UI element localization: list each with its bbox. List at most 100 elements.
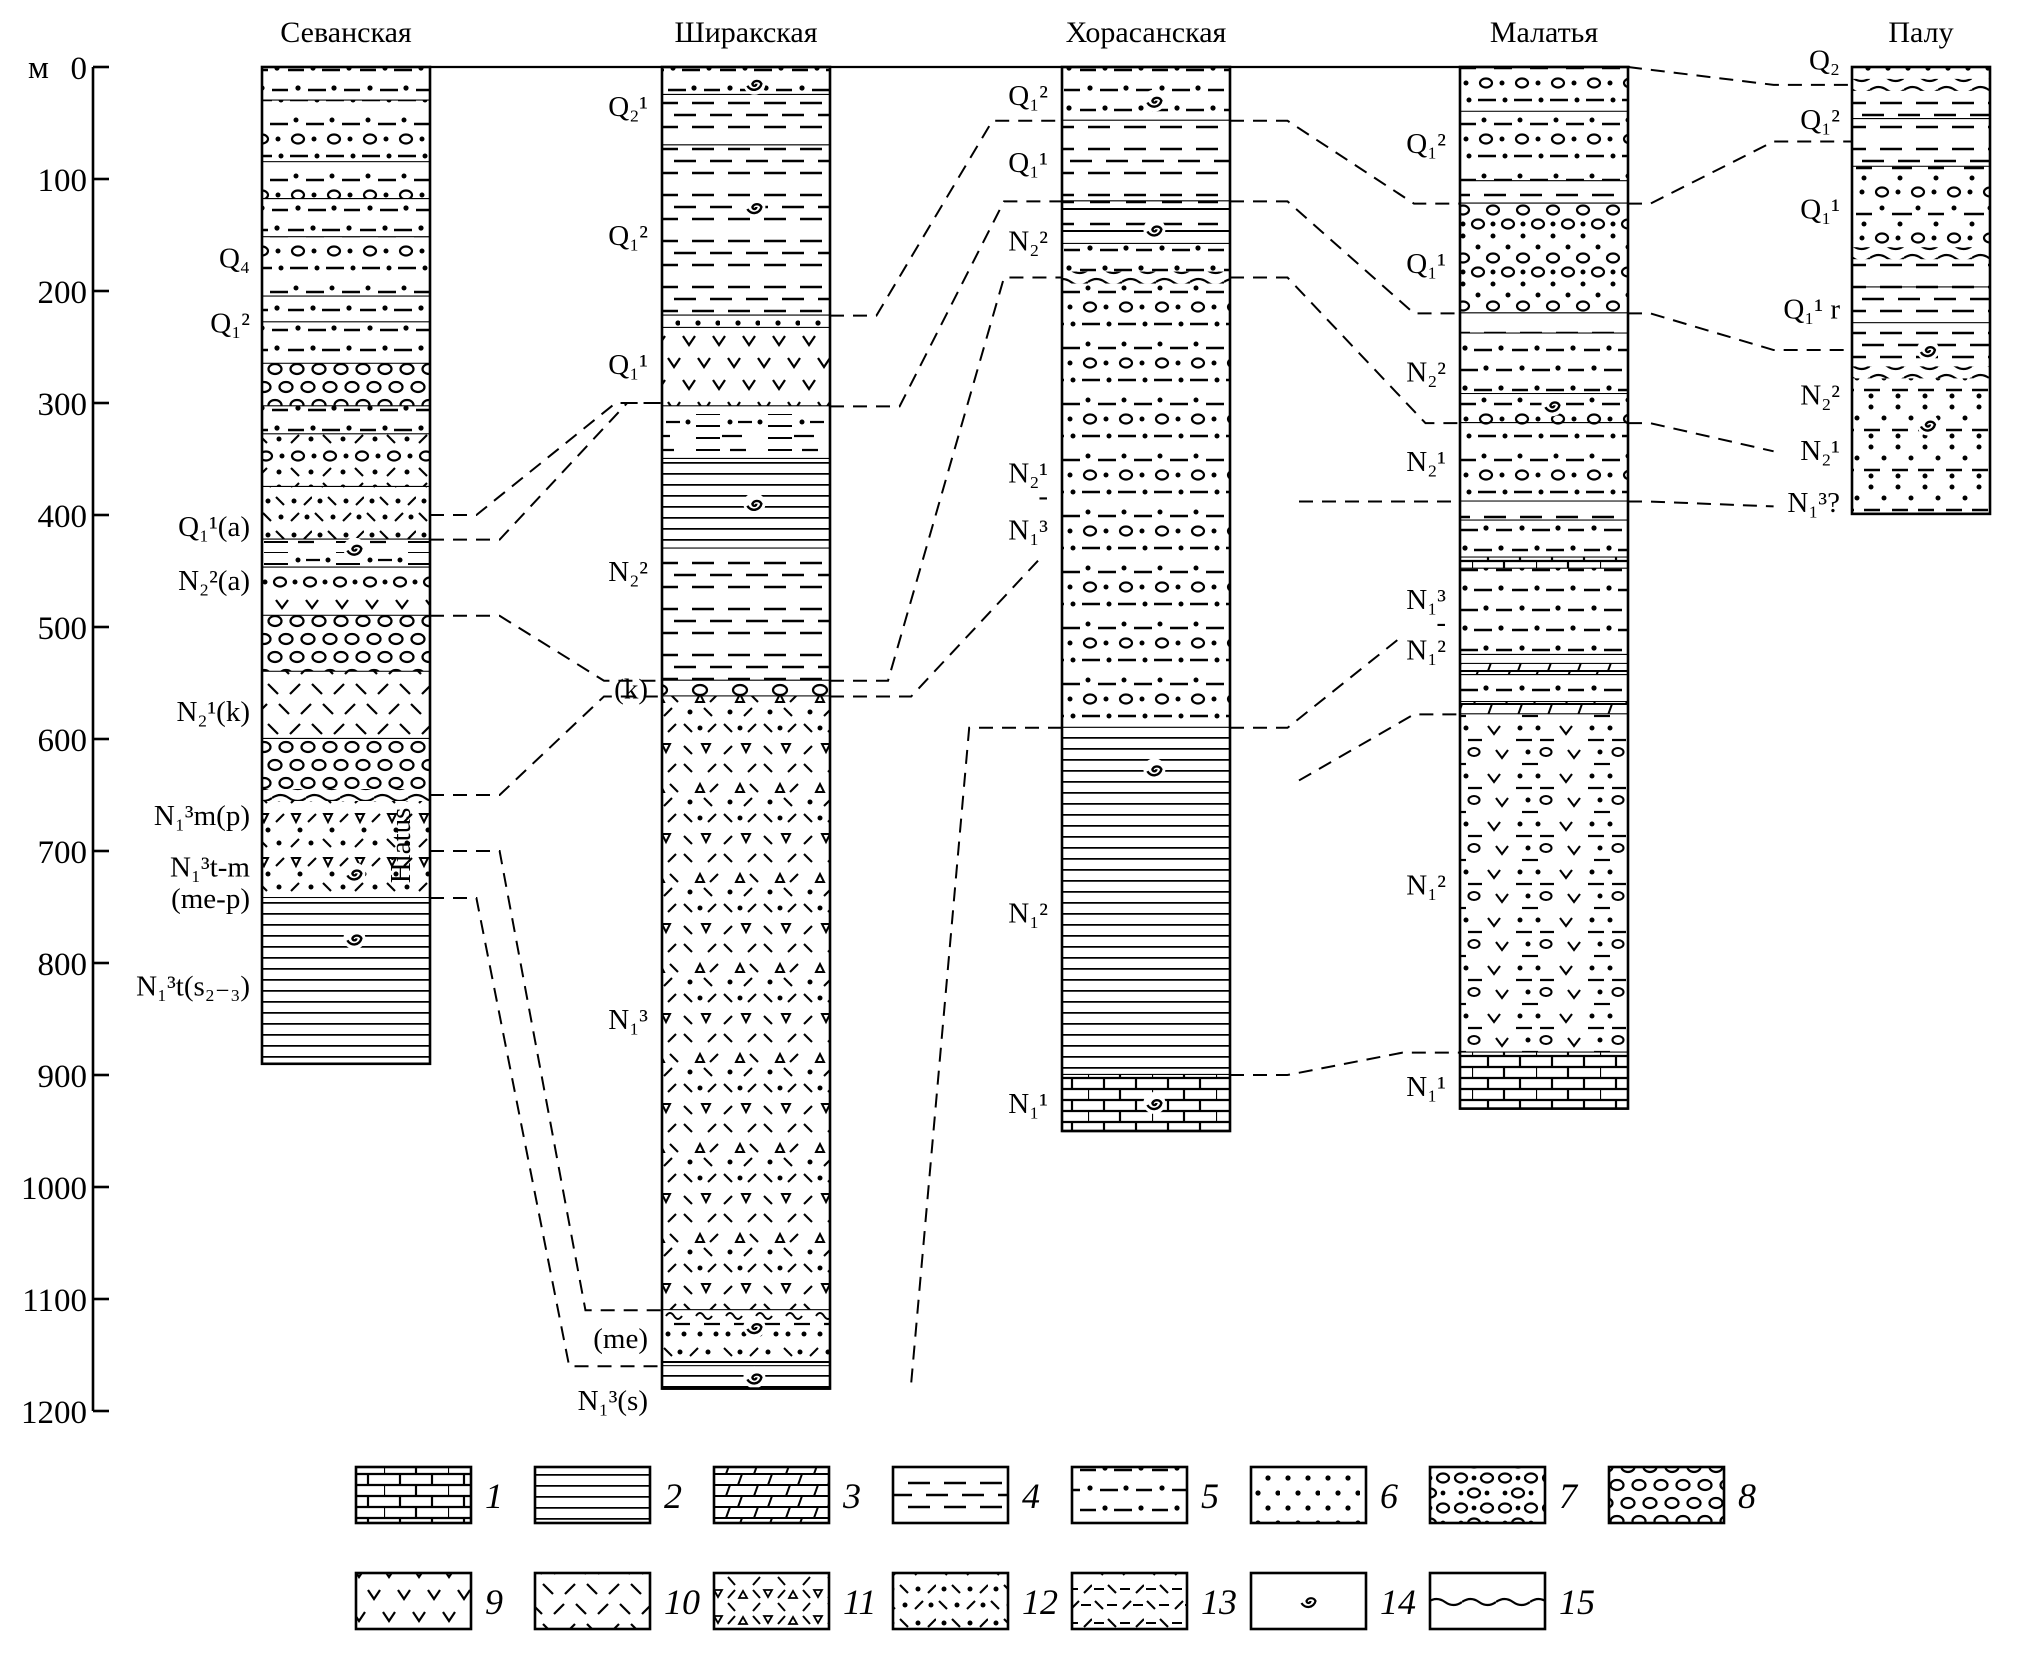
legend-swatch (533, 1571, 652, 1631)
axis-tick-label: 1000 (21, 1171, 87, 1207)
legend-number: 10 (664, 1582, 700, 1622)
legend-swatch (891, 1571, 1010, 1631)
layer-marl (1460, 702, 1628, 715)
layer-me-mix (662, 1310, 830, 1367)
legend-item-8: 8 (1607, 1465, 1756, 1525)
legend-swatch (1249, 1571, 1368, 1631)
axis-tick-label: 500 (38, 611, 88, 647)
unit-label: N₁³t(s₂₋₃) (136, 970, 250, 1002)
axis-tick-label: 800 (38, 947, 88, 983)
columns: СеванскаяQ₄Q₁²Q₁¹(a)N₂²(a)N₂¹(k)N₁³m(p)N… (136, 16, 1992, 1417)
correlation-line-sh-q11 (830, 200, 1062, 408)
correlation-lines (430, 66, 1990, 1384)
layer-silt-gravel (1460, 67, 1628, 112)
layer-silt-gravel (262, 162, 430, 200)
unit-label: N₂² (1800, 380, 1840, 412)
legend-item-14: 14 (1249, 1571, 1416, 1631)
axis-tick-label: 700 (38, 835, 88, 871)
unit-label: N₁² (1406, 634, 1446, 666)
legend-swatch (354, 1571, 473, 1631)
layer-gravel (262, 363, 430, 407)
unconformity-line (1852, 366, 1990, 379)
correlation-line-kh-n22 (1230, 276, 1460, 425)
axis-tick-label: 200 (38, 275, 88, 311)
layer-tuff-dots (262, 487, 430, 540)
fossil-icon (746, 203, 763, 215)
axis-tick-label: 1100 (22, 1283, 87, 1319)
column-sevan: СеванскаяQ₄Q₁²Q₁¹(a)N₂²(a)N₂¹(k)N₁³m(p)N… (136, 16, 432, 1066)
fossil-icon (1544, 401, 1561, 413)
layer-silt (662, 548, 830, 681)
correlation-line-kh-q11 (1230, 200, 1460, 315)
fossil-icon (346, 869, 363, 881)
column-border (260, 65, 432, 1066)
unit-label: Q₂ (1809, 45, 1840, 77)
column-title: Палу (1888, 16, 1953, 49)
legend-item-13: 13 (1070, 1571, 1237, 1631)
legend-number: 5 (1201, 1476, 1219, 1516)
unit-label: Q₁¹ (1800, 194, 1840, 226)
fossil-icon (746, 499, 763, 512)
unit-label: - (1436, 606, 1446, 638)
legend-number: 9 (485, 1582, 503, 1622)
layer-tuff-gravel (262, 434, 430, 487)
legend-item-10: 10 (533, 1571, 700, 1631)
unit-label: N₁¹ (1406, 1071, 1446, 1103)
unit-label: (me) (593, 1323, 648, 1355)
correlation-line-ml-q2 (1627, 66, 1852, 86)
unit-label: Q₂¹ (608, 91, 648, 123)
legend-number: 12 (1022, 1582, 1058, 1622)
unit-label: N₂¹(k) (176, 696, 250, 728)
fossil-icon (1146, 1099, 1163, 1111)
unit-label: N₁² (1008, 898, 1048, 930)
layer-sand-silt (1852, 372, 1990, 514)
legend-number: 1 (485, 1476, 503, 1516)
correlation-line-kh-n13 (1230, 635, 1404, 729)
layer-hiatus-mix (262, 795, 430, 899)
axis-unit-label: м (28, 50, 49, 86)
legend-number: 7 (1559, 1476, 1579, 1516)
legend-number: 11 (843, 1582, 876, 1622)
unit-label: N₂²(a) (178, 565, 250, 597)
layer-silt (1460, 501, 1628, 521)
layer-marl (1460, 663, 1628, 676)
fossil-icon (1919, 420, 1937, 432)
legend-swatch (1428, 1465, 1547, 1525)
fossil-icon (746, 1373, 763, 1385)
layer-siltsand (1460, 675, 1628, 703)
layer-siltsand (262, 406, 430, 435)
correlation-line-sh-q12 (830, 119, 1062, 317)
unit-label: N₁³ (1406, 584, 1446, 616)
unit-label: N₂¹ (1008, 457, 1048, 489)
axis-tick-label: 1200 (21, 1395, 87, 1431)
unit-label: N₁³t-m (170, 852, 250, 884)
layer-silt (1852, 119, 1990, 167)
fossil-icon (346, 544, 363, 556)
fossil-icon (1146, 96, 1163, 108)
column-title: Хорасанская (1066, 16, 1227, 49)
legend-swatch (891, 1465, 1010, 1525)
correlation-line-me2 (430, 897, 662, 1368)
layer-silt-gravel (1460, 423, 1628, 502)
unit-label: Q₁¹ (1406, 248, 1446, 280)
layer-siltsand-gravel (1852, 166, 1990, 254)
legend-swatch (712, 1465, 831, 1525)
correlation-line-ml-n22 (1628, 422, 1774, 453)
legend-item-5: 5 (1070, 1465, 1219, 1525)
layer-silt (662, 95, 830, 146)
fossil-icon (1146, 765, 1163, 777)
layer-silt-gravel (262, 237, 430, 297)
layer-silt (1460, 181, 1628, 204)
fossil-icon (746, 79, 763, 92)
legend-swatch (712, 1571, 831, 1631)
unit-label: N₁³ (608, 1004, 648, 1036)
unit-label: N₁¹ (1008, 1088, 1048, 1120)
unit-label: N₂² (608, 556, 648, 588)
layer-gravel-volc (262, 567, 430, 616)
unconformity-line (1852, 78, 1990, 91)
